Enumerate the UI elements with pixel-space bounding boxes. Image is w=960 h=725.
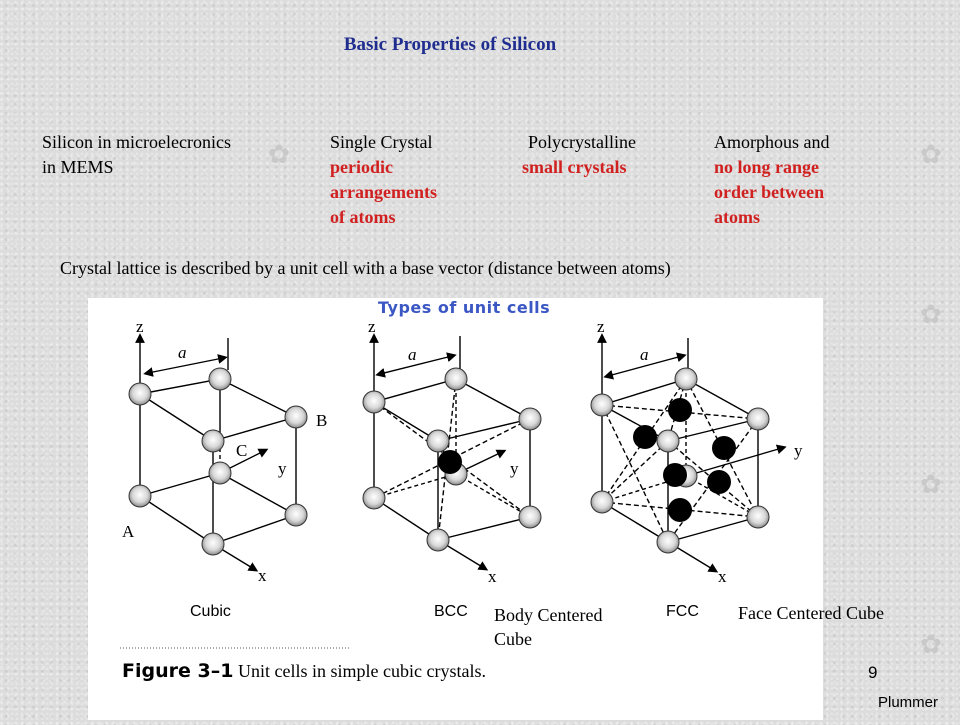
unit-cell-diagram: z a B C y A x Cubic — [120, 317, 803, 682]
edge-a-label: a — [408, 345, 417, 364]
unit-cell-figure: z a B C y A x Cubic — [88, 298, 823, 720]
fcc-cell — [597, 333, 787, 573]
axis-z-label: z — [368, 317, 376, 336]
edge-a-label: a — [178, 343, 187, 362]
bcc-caption-line: Cube — [494, 629, 532, 649]
column-desc-line: small crystals — [522, 157, 627, 177]
fcc-face-atoms — [633, 398, 736, 522]
page-number: 9 — [868, 663, 878, 682]
watermark-glyph: ✿ — [920, 470, 942, 500]
axis-x-label: x — [258, 566, 267, 585]
figure-number: Figure 3–1 — [122, 660, 233, 682]
cell-name-fcc: FCC — [666, 603, 699, 620]
column-desc-line: arrangements — [330, 182, 437, 202]
corner-b-label: B — [316, 411, 327, 430]
axis-x-label: x — [488, 567, 497, 586]
column-label: Polycrystalline — [528, 132, 636, 152]
axis-y-label: y — [510, 459, 519, 478]
column-amorphous: Amorphous and no long range order betwee… — [714, 130, 830, 230]
corner-a-label: A — [122, 522, 135, 541]
fcc-caption: Face Centered Cube — [738, 603, 884, 623]
column-desc-line: order between — [714, 182, 825, 202]
bcc-caption: Body Centered Cube — [494, 603, 602, 651]
fcc-atoms — [590, 367, 770, 554]
axis-z-label: z — [597, 317, 605, 336]
watermark-glyph: ✿ — [920, 140, 942, 170]
edge-a-label: a — [640, 345, 649, 364]
lattice-description: Crystal lattice is described by a unit c… — [60, 258, 671, 278]
column-desc-line: no long range — [714, 157, 820, 177]
figure-caption: Unit cells in simple cubic crystals. — [238, 661, 486, 681]
watermark-glyph: ✿ — [920, 300, 942, 330]
column-label-line2: in MEMS — [42, 157, 114, 177]
bcc-caption-line: Body Centered — [494, 605, 603, 625]
column-label: Single Crystal — [330, 132, 433, 152]
axis-y-label: y — [794, 441, 803, 460]
watermark-glyph: ✿ — [920, 630, 942, 660]
cell-name-cubic: Cubic — [190, 603, 231, 620]
corner-c-label: C — [236, 441, 247, 460]
bcc-center-atom — [438, 450, 462, 474]
column-desc-line: of atoms — [330, 207, 396, 227]
author-credit: Plummer — [878, 694, 939, 711]
column-polycrystalline: Polycrystalline small crystals — [522, 130, 636, 180]
cell-name-bcc: BCC — [434, 603, 468, 620]
axis-x-label: x — [718, 567, 727, 586]
bcc-atoms — [362, 367, 542, 552]
axis-z-label: z — [136, 317, 144, 336]
watermark-glyph: ✿ — [268, 140, 290, 170]
column-label: Amorphous and — [714, 132, 830, 152]
column-desc-line: periodic — [330, 157, 393, 177]
column-desc-line: atoms — [714, 207, 760, 227]
column-single-crystal: Single Crystal periodic arrangements of … — [330, 130, 437, 230]
column-label: Silicon in microelecronics — [42, 132, 231, 152]
page-title: Basic Properties of Silicon — [343, 34, 557, 55]
unit-cell-heading: Types of unit cells — [378, 298, 551, 317]
axis-y-label: y — [278, 459, 287, 478]
column-silicon: Silicon in microelecronics in MEMS — [42, 130, 231, 180]
cubic-atoms — [128, 367, 308, 556]
